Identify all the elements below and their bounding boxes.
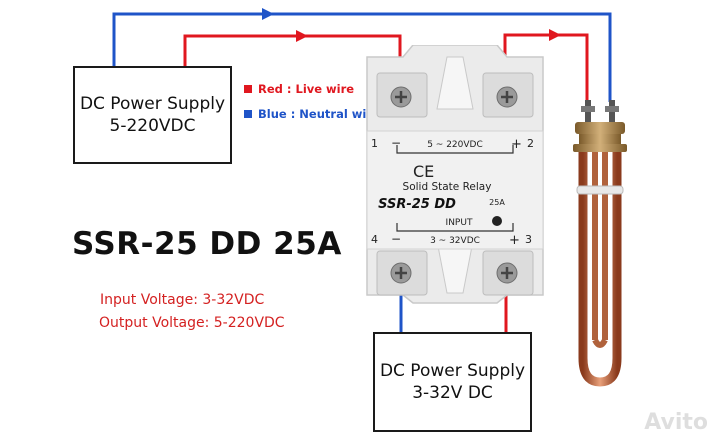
solid-state-relay: 1 − 5 ~ 220VDC + 2 CE Solid State Relay … — [366, 45, 544, 304]
legend-blue-label: Blue : Neutral wire — [258, 107, 380, 121]
legend-red: Red : Live wire — [244, 82, 354, 96]
relay-terminal-1: 1 — [371, 137, 378, 150]
neutral-wire-top — [112, 12, 612, 102]
watermark: Avito — [644, 410, 708, 435]
live-wire-supply-arrow — [296, 30, 308, 42]
screw-icon — [496, 262, 518, 284]
legend-red-label: Red : Live wire — [258, 82, 355, 96]
relay-minus-top: − — [391, 136, 401, 150]
screw-icon — [390, 86, 412, 108]
live-wire-load-arrow — [549, 29, 561, 41]
relay-terminal-3: 3 — [525, 233, 532, 246]
power-supply-bottom-line2: 3-32V DC — [412, 383, 493, 403]
output-voltage-spec: Output Voltage: 5-220VDC — [99, 315, 285, 331]
relay-plus-bottom: + — [509, 233, 520, 248]
relay-rating: 25A — [489, 198, 505, 207]
relay-plus-top: + — [511, 137, 522, 152]
relay-minus-bottom: − — [391, 232, 401, 246]
relay-input-range: 3 ~ 32VDC — [430, 236, 480, 246]
screw-icon — [496, 86, 518, 108]
power-supply-top: DC Power Supply 5-220VDC — [73, 66, 232, 164]
neutral-wire-arrow — [262, 8, 274, 20]
relay-subtitle: Solid State Relay — [403, 181, 492, 193]
power-supply-bottom: DC Power Supply 3-32V DC — [373, 332, 532, 432]
screw-icon — [390, 262, 412, 284]
relay-model: SSR-25 DD — [378, 197, 456, 212]
relay-terminal-4: 4 — [371, 233, 378, 246]
legend-blue: Blue : Neutral wire — [244, 107, 380, 121]
relay-ce-mark: CE — [413, 162, 434, 181]
input-voltage-spec: Input Voltage: 3-32VDC — [100, 292, 265, 308]
heating-element — [573, 100, 627, 387]
relay-terminal-2: 2 — [527, 137, 534, 150]
relay-input-label: INPUT — [446, 218, 473, 228]
power-supply-top-line1: DC Power Supply — [79, 94, 226, 114]
power-supply-top-line2: 5-220VDC — [109, 116, 196, 136]
relay-output-range: 5 ~ 220VDC — [427, 140, 483, 150]
power-supply-bottom-line1: DC Power Supply — [379, 361, 526, 381]
input-led-icon — [492, 216, 502, 226]
red-swatch — [244, 85, 252, 93]
product-title: SSR-25 DD 25A — [72, 226, 342, 262]
blue-swatch — [244, 110, 252, 118]
